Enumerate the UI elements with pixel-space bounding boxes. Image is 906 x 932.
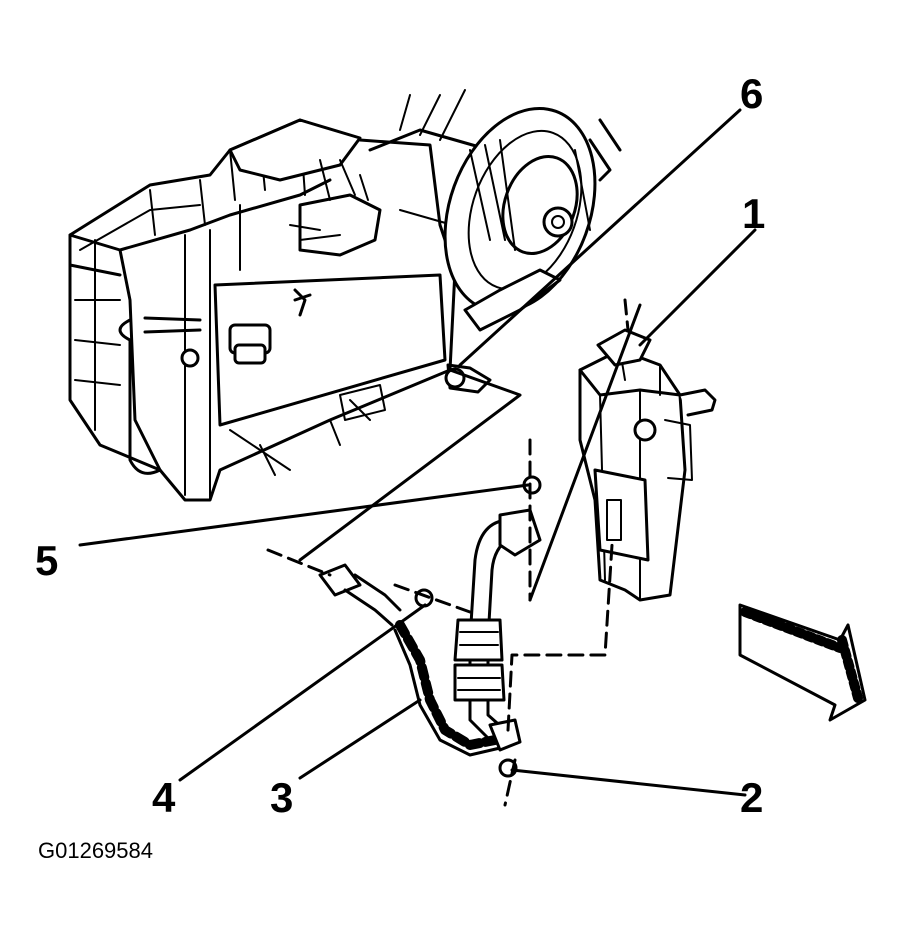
hvac-module-drawing: [68, 89, 512, 502]
callout-4: 4: [152, 774, 176, 821]
front-direction-arrow: [738, 603, 867, 722]
figure-id: G01269584: [38, 838, 153, 863]
blower-motor-drawing: [443, 106, 622, 332]
accumulator-drawing: [578, 328, 717, 602]
callout-5: 5: [35, 537, 58, 584]
leader-lines: [78, 108, 757, 797]
hose-assembly-drawing: [318, 508, 542, 757]
callout-2: 2: [740, 774, 763, 821]
callout-1: 1: [742, 190, 765, 237]
callout-3: 3: [270, 774, 293, 821]
callout-6: 6: [740, 70, 763, 117]
